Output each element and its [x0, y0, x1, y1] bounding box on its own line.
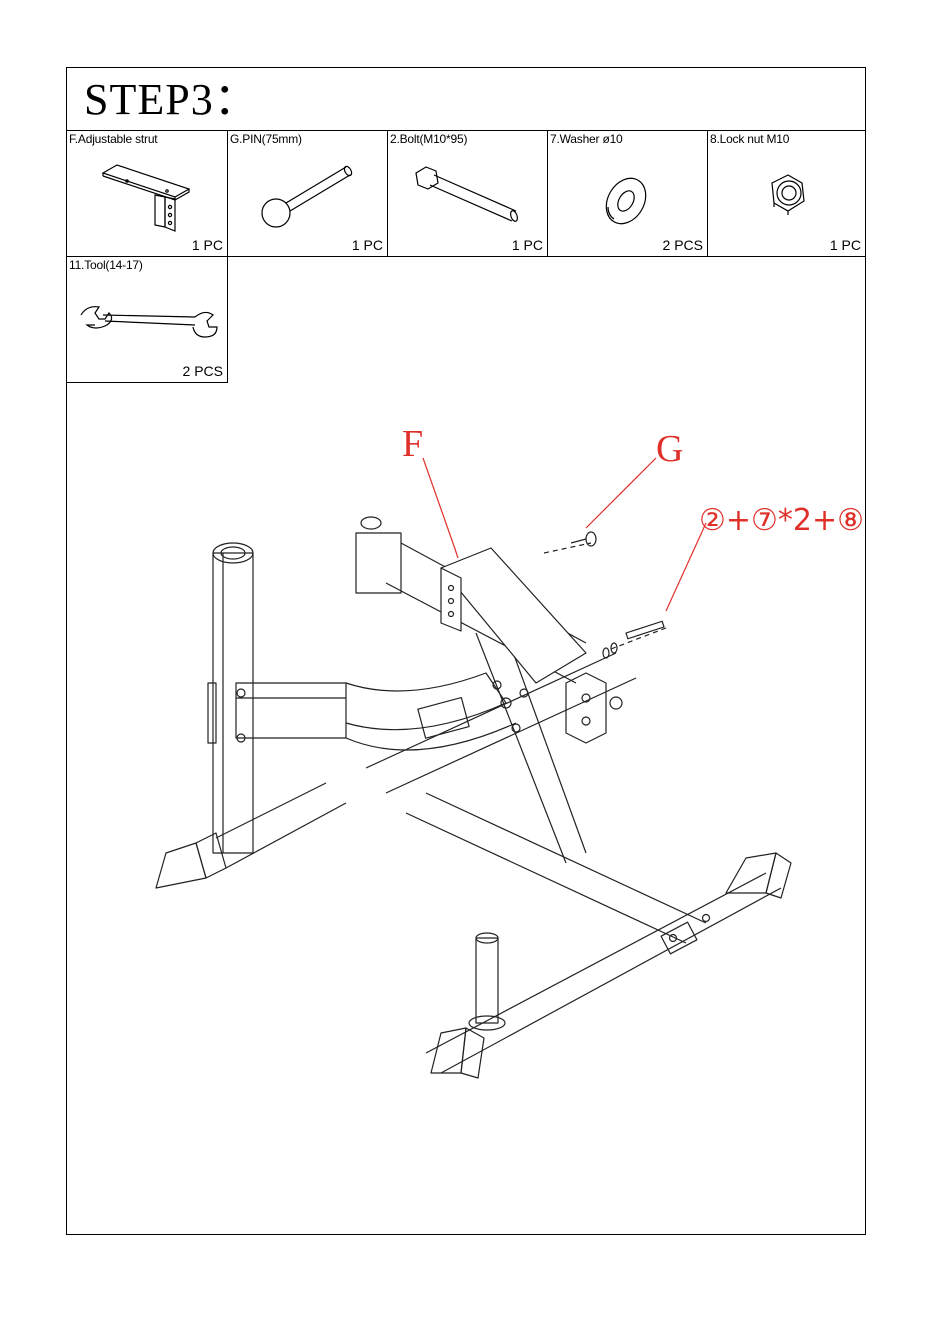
- callout-g: G: [656, 427, 683, 471]
- part-qty: 1 PC: [512, 237, 543, 253]
- part-cell-washer: 7.Washer ø10 2 PCS: [547, 130, 708, 257]
- part-cell-pin: G.PIN(75mm) 1 PC: [227, 130, 388, 257]
- part-qty: 1 PC: [830, 237, 861, 253]
- part-cell-adjustable-strut: F.Adjustable strut 1 PC: [66, 130, 228, 257]
- part-cell-bolt: 2.Bolt(M10*95) 1 PC: [387, 130, 548, 257]
- part-qty: 1 PC: [352, 237, 383, 253]
- part-cell-tool: 11.Tool(14-17) 2 PCS: [66, 256, 228, 383]
- step-title: STEP3：: [84, 78, 259, 122]
- callout-hardware: ②+⑦*2+⑧: [699, 503, 864, 538]
- part-cell-lock-nut: 8.Lock nut M10 1 PC: [707, 130, 866, 257]
- part-qty: 2 PCS: [663, 237, 703, 253]
- part-qty: 2 PCS: [183, 363, 223, 379]
- callout-f: F: [402, 422, 423, 466]
- part-qty: 1 PC: [192, 237, 223, 253]
